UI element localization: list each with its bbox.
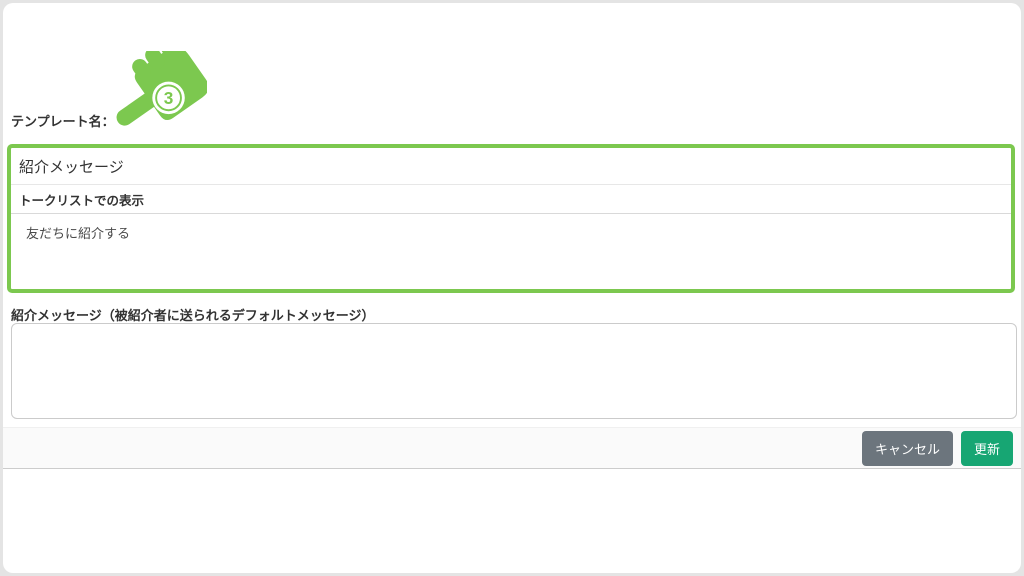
form-footer: キャンセル 更新 bbox=[3, 427, 1021, 469]
step-number: 3 bbox=[164, 88, 174, 108]
template-name-label: テンプレート名： bbox=[11, 114, 115, 129]
default-message-textarea[interactable] bbox=[11, 323, 1017, 419]
default-message-label: 紹介メッセージ（被紹介者に送られるデフォルトメッセージ） bbox=[11, 308, 375, 323]
talk-list-display-label: トークリストでの表示 bbox=[11, 185, 1011, 214]
page: 3 テンプレート名： 紹介メッセージ トークリストでの表示 友だちに紹介する 紹… bbox=[3, 3, 1021, 573]
update-button[interactable]: 更新 bbox=[960, 430, 1013, 466]
section-title: 紹介メッセージ bbox=[11, 148, 1011, 185]
pointing-hand-icon: 3 bbox=[116, 41, 209, 126]
cancel-button[interactable]: キャンセル bbox=[861, 430, 953, 466]
talk-list-display-value: 友だちに紹介する bbox=[26, 226, 131, 241]
intro-message-section-highlight: 紹介メッセージ トークリストでの表示 友だちに紹介する bbox=[7, 144, 1015, 293]
talk-list-display-input[interactable]: 友だちに紹介する bbox=[11, 214, 1011, 289]
step-annotation: 3 bbox=[111, 41, 209, 137]
